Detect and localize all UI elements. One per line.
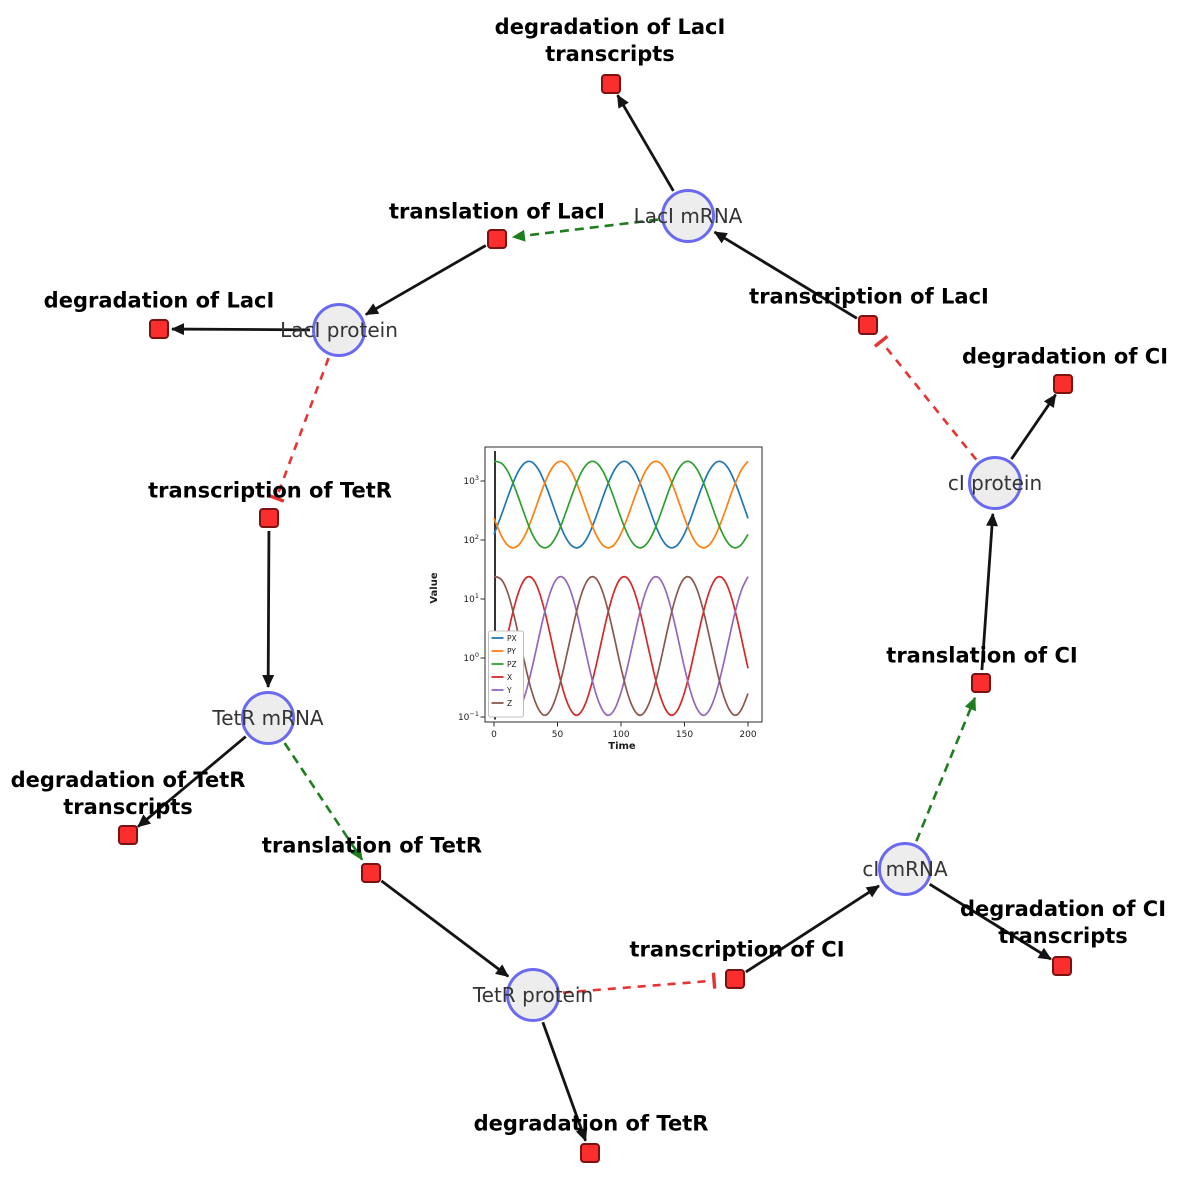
legend-label-X: X — [507, 673, 512, 682]
y-tick-label: 100 — [463, 651, 479, 664]
edge-production-transcription-of-laci-to-laci-mrna — [713, 230, 858, 320]
edge-modifier-tetr-mrna-to-translation-of-tetr — [283, 742, 364, 861]
chart-series-PY — [493, 460, 749, 549]
edge-consumption-tetr-mrna-to-degradation-of-tetr-transcripts — [137, 735, 247, 828]
edge-inhibition-laci-protein-to-transcription-of-tetr — [268, 357, 330, 503]
x-tick-label: 100 — [612, 730, 629, 740]
edge-production-transcription-of-tetr-to-tetr-mrna — [262, 530, 275, 689]
x-tick-label: 200 — [739, 730, 756, 740]
chart-series-Z — [493, 575, 749, 717]
chart-y-axis-label: Value — [429, 572, 440, 603]
chart-frame — [484, 446, 763, 723]
chart-series-Y — [493, 575, 749, 717]
edges-group — [137, 94, 1057, 1142]
edge-consumption-laci-protein-to-degradation-of-laci — [170, 323, 311, 336]
edge-consumption-ci-mrna-to-degradation-of-ci-transcripts — [928, 883, 1052, 961]
chart-x-axis-label: Time — [608, 741, 636, 752]
y-tick-label: 103 — [463, 474, 479, 487]
edge-inhibition-tetr-protein-to-transcription-of-ci — [562, 972, 717, 994]
edge-production-translation-of-laci-to-laci-protein — [364, 244, 487, 316]
edge-consumption-tetr-protein-to-degradation-of-tetr — [541, 1021, 588, 1142]
x-tick-label: 150 — [676, 730, 693, 740]
y-tick-label: 102 — [463, 533, 479, 546]
edge-inhibition-ci-protein-to-transcription-of-laci — [873, 335, 978, 461]
chart-series-PZ — [493, 460, 749, 549]
legend-label-PY: PY — [507, 647, 516, 656]
edge-production-transcription-of-ci-to-ci-mrna — [745, 884, 880, 974]
edge-consumption-laci-mrna-to-degradation-of-laci-transcripts — [616, 94, 675, 192]
chart-series-PX — [493, 460, 749, 549]
chart-legend: PX PY PZ XYZ — [488, 630, 524, 718]
legend-label-Y: Y — [506, 686, 512, 695]
y-tick-label: 10−1 — [458, 710, 479, 723]
y-tick-label: 101 — [463, 592, 479, 605]
edge-production-translation-of-ci-to-ci-protein — [980, 512, 998, 671]
legend-label-Z: Z — [507, 699, 512, 708]
chart-legend-box — [488, 630, 524, 718]
x-tick-label: 0 — [491, 730, 497, 740]
legend-label-PX: PX — [507, 634, 517, 643]
x-tick-label: 50 — [552, 730, 564, 740]
edge-production-translation-of-tetr-to-tetr-protein — [380, 879, 510, 978]
edge-modifier-ci-mrna-to-translation-of-ci — [915, 696, 977, 842]
chart-series-X — [493, 575, 749, 717]
edge-modifier-laci-mrna-to-translation-of-laci — [511, 218, 659, 242]
edge-consumption-ci-protein-to-degradation-of-ci — [1010, 393, 1057, 460]
legend-label-PZ: PZ — [507, 660, 517, 669]
